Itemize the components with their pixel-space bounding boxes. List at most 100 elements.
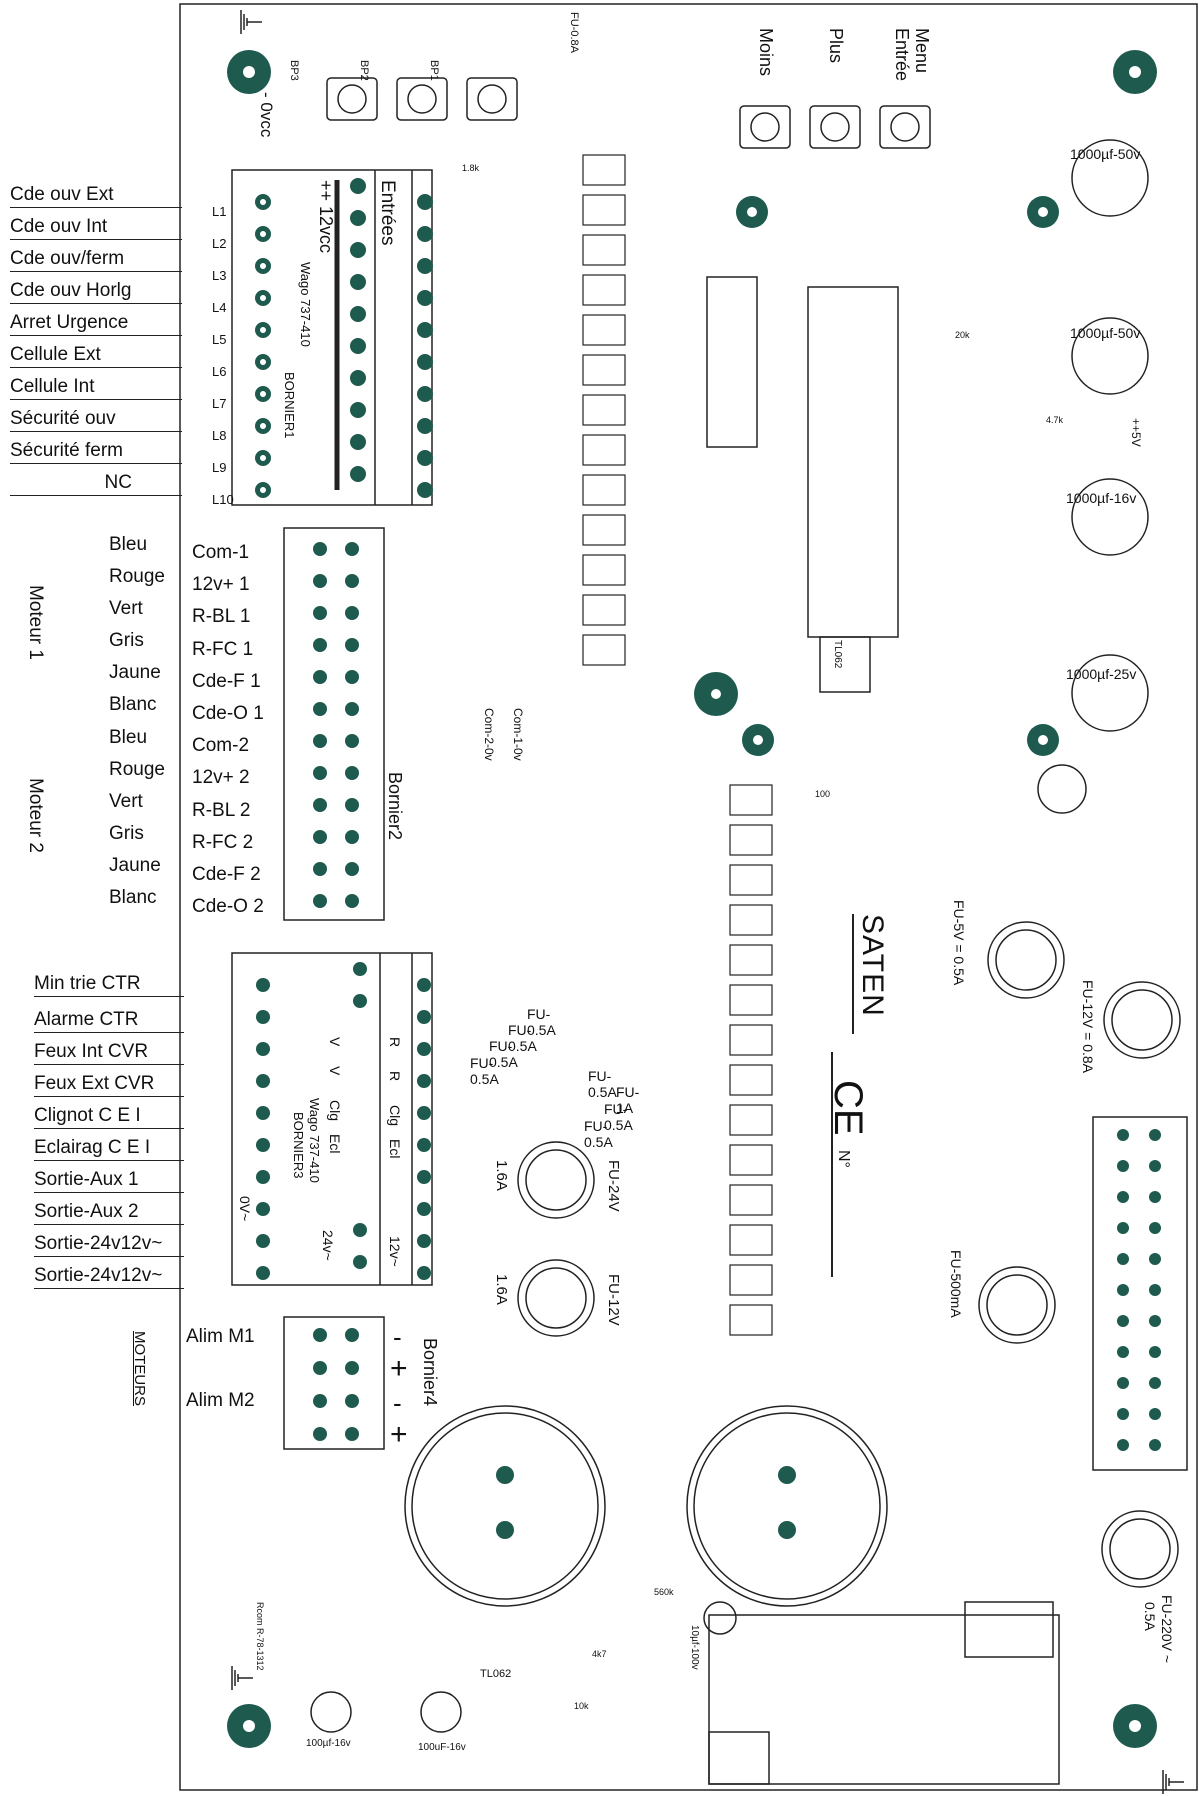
tl062-top: [819, 636, 871, 693]
pushbuttons-top-left: [326, 77, 518, 121]
bornier1-pads: [255, 178, 433, 498]
bornier1-wago: Wago 737-410: [298, 262, 313, 347]
bornier4-pads: [313, 1328, 359, 1441]
b3-inner-ecl2: Ecl: [387, 1139, 403, 1159]
capacitors-right: [310, 139, 1181, 1733]
signal-arret-urgence: Arret Urgence: [10, 313, 182, 336]
fu24-rating: 1.6A: [493, 1160, 510, 1191]
bp2-label: BP2: [358, 60, 370, 81]
wire-blanc-2: Blanc: [109, 887, 157, 908]
b3-inner-clg2: Clg: [387, 1105, 403, 1127]
signal-cde-ouv-int: Cde ouv Int: [10, 217, 182, 240]
fuse-h: FU-0.5A: [584, 1118, 613, 1150]
bornier2-pads: [313, 542, 359, 908]
cap-c3-label: 1000µf-16v: [1066, 490, 1137, 506]
cap-c2-label: 1000µf-50v: [1070, 325, 1141, 341]
term-cdeo-2: Cde-O 2: [192, 896, 264, 918]
signal-cellule-int: Cellule Int: [10, 377, 182, 400]
menu-label: Menu: [912, 28, 932, 74]
fuse-b: FU-0.5A: [508, 1022, 537, 1054]
power-module-box: [708, 1614, 1060, 1785]
ce-mark: CE: [826, 1080, 870, 1136]
resistor-label-560k: 560k: [654, 1587, 674, 1597]
fuse-top-label: FU-0.8A: [568, 12, 580, 53]
right-terminal-strip: [1092, 1116, 1188, 1471]
bornier2-name: Bornier2: [385, 772, 405, 841]
svg-text:+: +: [1130, 1719, 1139, 1736]
fu220-rating: 0.5A: [1142, 1602, 1158, 1631]
signal-securite-ferm: Sécurité ferm: [10, 441, 182, 464]
b3-inner-0v: 0V~: [237, 1196, 253, 1222]
alim-m2-label: Alim M2: [186, 1390, 255, 1411]
resistor-label-4k7b: 4k7: [592, 1649, 607, 1659]
row-l10: L10: [212, 492, 234, 507]
eeprom-ic: [706, 276, 758, 448]
row-l8: L8: [212, 428, 227, 443]
mounting-holes: [227, 50, 1157, 1748]
cap-c7-label: 10µf-100v: [689, 1625, 700, 1670]
board-outline: [179, 3, 1198, 1791]
signal-nc-text: NC: [104, 472, 132, 493]
resistor-label-4k7: 4.7k: [1046, 415, 1064, 425]
b4-sign-3: -: [393, 1388, 402, 1418]
main-ic: [807, 286, 899, 638]
svg-text:+: +: [244, 1719, 253, 1736]
wire-bleu-1: Bleu: [109, 534, 148, 555]
term-cdef-2: Cde-F 2: [192, 864, 261, 886]
svg-text:+: +: [1130, 65, 1139, 82]
signal-cellule-ext: Cellule Ext: [10, 345, 182, 368]
plus-label: Plus: [826, 28, 846, 64]
b3-inner-ecl: Ecl: [327, 1134, 343, 1154]
pushbuttons-top-right: [739, 105, 931, 149]
signal-clignot: Clignot C E I: [34, 1106, 184, 1129]
signal-securite-ouv: Sécurité ouv: [10, 409, 182, 432]
term-cdef-1: Cde-F 1: [192, 670, 261, 692]
bornier3-wago: Wago 737-410: [307, 1098, 322, 1183]
b3-inner-r2: R: [387, 1071, 403, 1082]
ground-icon: [231, 10, 1184, 1794]
cap-c4-label: 1000µf-25v: [1066, 666, 1137, 682]
tl062-top-label: TL062: [832, 640, 843, 669]
cap-c1-label: 1000µf-50v: [1070, 146, 1141, 162]
cap-c5-label: 100µf-16v: [306, 1738, 351, 1749]
fu220-label: FU-220V ~: [1159, 1595, 1175, 1664]
signal-sortie-24v12v-b: Sortie-24v12v~: [34, 1266, 184, 1289]
svg-text:+: +: [711, 687, 720, 704]
signal-cde-ouv-ferm: Cde ouv/ferm: [10, 249, 182, 272]
fuse-c: FU-0.5A: [489, 1038, 518, 1070]
b3-inner-v1: V: [327, 1037, 343, 1047]
fuse-e: FU-0.5A: [588, 1068, 617, 1100]
bornier4-name: Bornier4: [420, 1338, 440, 1407]
b3-inner-r1: R: [387, 1037, 403, 1048]
bornier3-pads: [256, 962, 431, 1280]
cap-c6-label: 100uF-16v: [418, 1742, 466, 1753]
fu12b-label: FU-12V = 0.8A: [1080, 980, 1096, 1073]
term-cdeo-1: Cde-O 1: [192, 703, 264, 725]
bornier4-block: [283, 1316, 385, 1450]
signal-feux-ext-cvr: Feux Ext CVR: [34, 1074, 184, 1097]
signal-min-trie-ctr: Min trie CTR: [34, 974, 184, 997]
fu24-label: FU-24V: [605, 1160, 622, 1212]
b4-sign-2: +: [390, 1352, 408, 1385]
signal-feux-int-cvr: Feux Int CVR: [34, 1042, 184, 1065]
term-12v-2: 12v+ 2: [192, 767, 250, 789]
resistor-label-20k: 20k: [955, 330, 970, 340]
row-l2: L2: [212, 236, 227, 251]
relay-label: Rcom R-78-1312: [255, 1602, 265, 1671]
resistor-label-100: 100: [815, 789, 831, 799]
row-l9: L9: [212, 460, 227, 475]
row-l6: L6: [212, 364, 227, 379]
signal-sortie-aux-1: Sortie-Aux 1: [34, 1170, 184, 1193]
bornier3-name: BORNIER3: [291, 1112, 306, 1179]
signal-eclairag: Eclairag C E I: [34, 1138, 184, 1161]
bornier2-terminal-labels: Com-1 12v+ 1 R-BL 1 R-FC 1 Cde-F 1 Cde-O…: [192, 537, 264, 923]
term-12v-1: 12v+ 1: [192, 574, 250, 596]
wire-jaune-1: Jaune: [109, 662, 161, 683]
right-terminal-pads: [1117, 1129, 1161, 1451]
resistor-label-1k8: 1.8k: [462, 163, 480, 173]
b3-inner-12v: 12v~: [387, 1236, 403, 1267]
wire-jaune-2: Jaune: [109, 855, 161, 876]
moins-label: Moins: [756, 28, 776, 77]
com-2-0v-label: Com-2-0v: [482, 708, 496, 761]
